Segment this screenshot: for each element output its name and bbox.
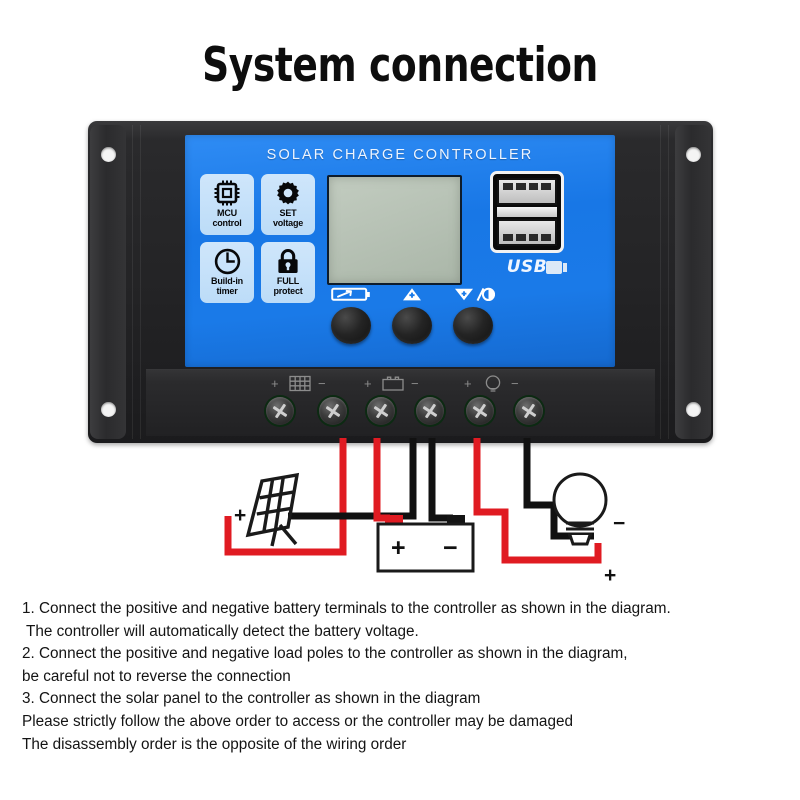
usb-port-upper[interactable] <box>497 178 557 205</box>
usb-divider <box>497 207 557 217</box>
instruction-line: 1. Connect the positive and negative bat… <box>22 600 671 617</box>
battery-positive-wire <box>373 438 390 522</box>
usb-label: USB <box>506 257 548 277</box>
terminal-screw-battery-negative[interactable] <box>416 397 444 425</box>
mounting-flange-right <box>675 125 711 439</box>
solar-plus-label: + <box>234 504 246 527</box>
battery-negative-wire <box>428 438 453 522</box>
svg-text:−: − <box>443 534 458 562</box>
usb-trident-icon <box>546 261 567 274</box>
terminal-screw-battery-positive[interactable] <box>367 397 395 425</box>
usb-port-group: USB <box>490 171 567 283</box>
solar-negative-wire <box>288 438 417 520</box>
usb-port-lower[interactable] <box>497 219 557 246</box>
gear-icon <box>275 178 301 208</box>
instruction-line: 2. Connect the positive and negative loa… <box>22 645 628 663</box>
clock-icon <box>214 246 241 276</box>
badge-set-voltage: SET voltage <box>261 174 315 235</box>
solar-minus-label: − <box>293 503 305 526</box>
badge-full-protect: FULL protect <box>261 242 315 303</box>
badge-label-line1: FULL <box>276 276 300 286</box>
solar-panel-icon <box>289 375 311 398</box>
battery-symbol: + − <box>376 515 475 573</box>
mounting-flange-left <box>90 125 126 439</box>
instructions-block: 1. Connect the positive and negative bat… <box>22 598 792 756</box>
instruction-line: 3. Connect the solar panel to the contro… <box>22 690 481 708</box>
solar-plus-sign: + <box>271 376 279 391</box>
device-seam <box>668 125 669 439</box>
menu-button[interactable] <box>331 307 371 344</box>
battery-minus-sign: − <box>411 376 419 391</box>
badge-label-line2: voltage <box>272 218 304 228</box>
device-seam <box>140 125 141 439</box>
page-title: System connection <box>202 38 598 93</box>
terminal-screw-row <box>146 397 655 431</box>
mcu-chip-icon <box>214 178 240 208</box>
battery-icon <box>382 376 404 397</box>
solar-positive-wire <box>224 438 347 556</box>
instruction-line: The disassembly order is the opposite of… <box>22 735 407 753</box>
instruction-line: The controller will automatically detect… <box>22 622 419 640</box>
up-triangle-icon <box>386 287 438 302</box>
wiring-diagram: + − + − − <box>0 430 800 595</box>
badge-label-line2: protect <box>273 286 303 296</box>
terminal-screw-solar-negative[interactable] <box>319 397 347 425</box>
instruction-line: Please strictly follow the above order t… <box>22 712 573 730</box>
device-seam <box>132 125 133 439</box>
load-minus-sign: − <box>511 376 519 391</box>
mounting-hole <box>101 147 116 162</box>
brand-label: SOLAR CHARGE CONTROLLER <box>266 147 534 163</box>
badge-label-line1: MCU <box>217 208 237 218</box>
device-front-panel: SOLAR CHARGE CONTROLLER M <box>185 135 615 367</box>
badge-mcu-control: MCU control <box>200 174 254 235</box>
solar-minus-sign: − <box>318 376 326 391</box>
lock-icon <box>276 246 300 276</box>
solar-panel-symbol <box>245 472 300 547</box>
terminal-screw-load-negative[interactable] <box>515 397 543 425</box>
terminal-block: + − + <box>146 369 655 436</box>
device-seam <box>660 125 661 439</box>
load-positive-wire <box>473 438 602 564</box>
terminal-screw-solar-positive[interactable] <box>266 397 294 425</box>
terminal-screw-load-positive[interactable] <box>466 397 494 425</box>
badge-build-in-timer: Build-in timer <box>200 242 254 303</box>
load-plus-label: + <box>604 564 616 587</box>
usb-dual-port[interactable] <box>490 171 564 253</box>
light-bulb-symbol <box>552 472 608 546</box>
badge-label-line2: control <box>212 218 242 228</box>
lcd-display <box>327 175 462 285</box>
mounting-hole <box>686 147 701 162</box>
instruction-line: be careful not to reverse the connection <box>22 667 291 685</box>
up-button[interactable] <box>392 307 432 344</box>
mounting-hole <box>686 402 701 417</box>
battery-arrow-icon <box>325 287 377 302</box>
battery-plus-sign: + <box>364 376 372 391</box>
load-minus-label: − <box>613 512 625 535</box>
load-plus-sign: + <box>464 376 472 391</box>
terminal-markings: + − + <box>146 374 655 394</box>
badge-label-line1: SET <box>279 208 297 218</box>
down-button[interactable] <box>453 307 493 344</box>
badge-label-line2: timer <box>216 286 238 296</box>
solar-charge-controller-device: SOLAR CHARGE CONTROLLER M <box>88 121 713 443</box>
svg-text:+: + <box>391 534 406 562</box>
lamp-icon <box>482 374 504 399</box>
mounting-hole <box>101 402 116 417</box>
down-triangle-brightness-icon <box>447 287 499 302</box>
badge-label-line1: Build-in <box>211 276 243 286</box>
